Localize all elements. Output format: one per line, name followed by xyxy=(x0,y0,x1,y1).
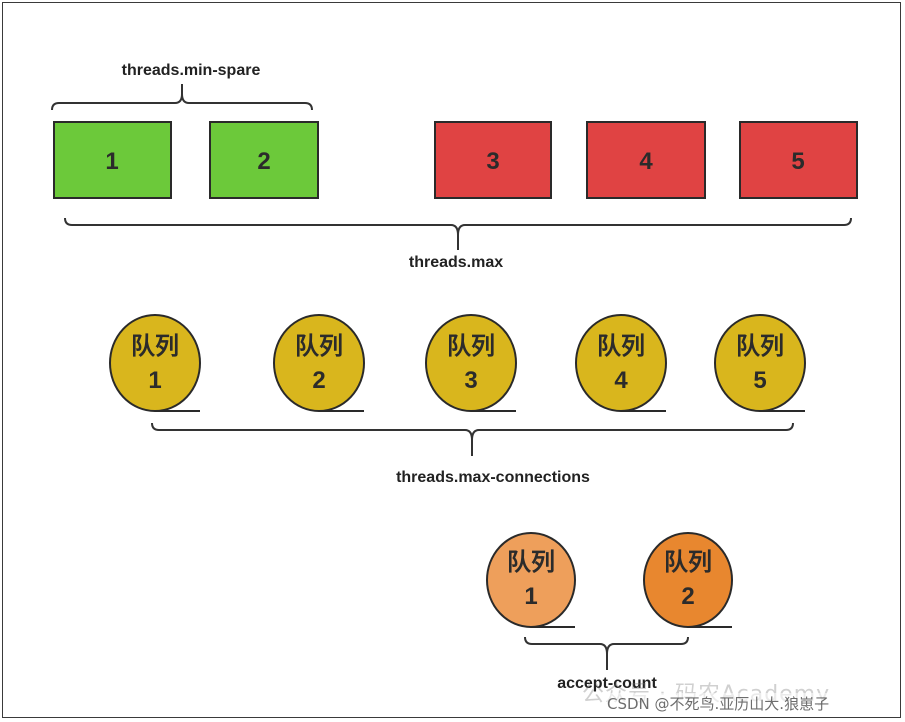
thread-box-4-number: 4 xyxy=(639,148,653,175)
brace-min-spare xyxy=(51,84,313,111)
thread-box-2: 2 xyxy=(209,121,319,199)
label-accept-count: accept-count xyxy=(557,675,657,692)
thread-box-3: 3 xyxy=(434,121,552,199)
label-min-spare: threads.min-spare xyxy=(122,62,261,79)
thread-box-1-number: 1 xyxy=(105,148,118,175)
thread-box-2-number: 2 xyxy=(257,148,270,175)
accept-queue-item-1: 队列 1 xyxy=(486,532,576,628)
queue-item-1: 队列 1 xyxy=(109,314,201,412)
queue-item-4-label: 队列 xyxy=(597,332,645,360)
queue-item-2-label: 队列 xyxy=(295,332,343,360)
accept-queue-item-2-number: 2 xyxy=(681,583,694,610)
label-max-connections: threads.max-connections xyxy=(396,469,590,486)
accept-queue-item-1-number: 1 xyxy=(524,583,537,610)
queue-item-2: 队列 2 xyxy=(273,314,365,412)
queue-item-2-number: 2 xyxy=(312,367,325,394)
brace-max xyxy=(64,217,852,250)
thread-box-1: 1 xyxy=(53,121,172,199)
watermark-csdn: CSDN @不死鸟.亚历山大.狼崽子 xyxy=(607,693,830,714)
queue-item-5-number: 5 xyxy=(753,367,766,394)
queue-item-3-number: 3 xyxy=(464,367,477,394)
thread-box-3-number: 3 xyxy=(486,148,499,175)
label-threads-max: threads.max xyxy=(409,254,503,271)
queue-item-5-label: 队列 xyxy=(736,332,784,360)
queue-item-1-number: 1 xyxy=(148,367,161,394)
queue-item-3-label: 队列 xyxy=(447,332,495,360)
accept-queue-item-2-label: 队列 xyxy=(664,548,712,576)
queue-item-5: 队列 5 xyxy=(714,314,806,412)
queue-item-1-label: 队列 xyxy=(131,332,179,360)
queue-item-4: 队列 4 xyxy=(575,314,667,412)
accept-queue-item-2: 队列 2 xyxy=(643,532,733,628)
thread-box-4: 4 xyxy=(586,121,706,199)
thread-box-5-number: 5 xyxy=(791,148,804,175)
thread-box-5: 5 xyxy=(739,121,858,199)
queue-item-4-number: 4 xyxy=(614,367,628,394)
accept-queue-item-1-label: 队列 xyxy=(507,548,555,576)
brace-accept-count xyxy=(524,636,689,670)
queue-item-3: 队列 3 xyxy=(425,314,517,412)
brace-max-connections xyxy=(151,422,794,456)
